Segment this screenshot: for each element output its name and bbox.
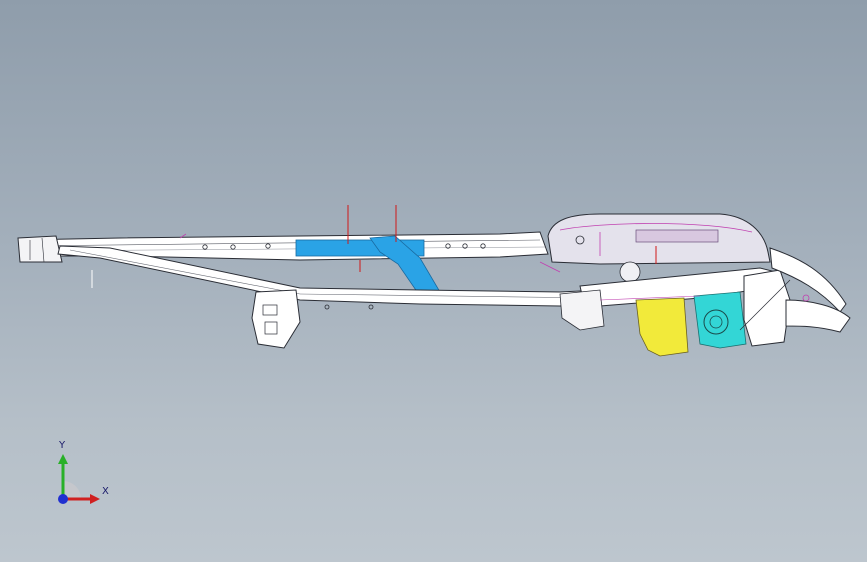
rear-lower-frame[interactable] [559,267,791,357]
rear-upper-shell[interactable] [547,213,771,283]
triad-graphic [58,454,100,504]
y-axis-label: Y [59,440,66,451]
magenta-detail-lines [179,233,701,301]
left-drop-bracket[interactable] [251,289,301,349]
highlighted-rail-section[interactable] [295,205,441,297]
rear-bumper-fin[interactable] [769,247,851,333]
front-nose-bracket[interactable] [17,235,93,288]
coordinate-triad: Y X [40,436,120,516]
z-axis-dot [58,494,68,504]
x-axis-label: X [102,486,109,497]
